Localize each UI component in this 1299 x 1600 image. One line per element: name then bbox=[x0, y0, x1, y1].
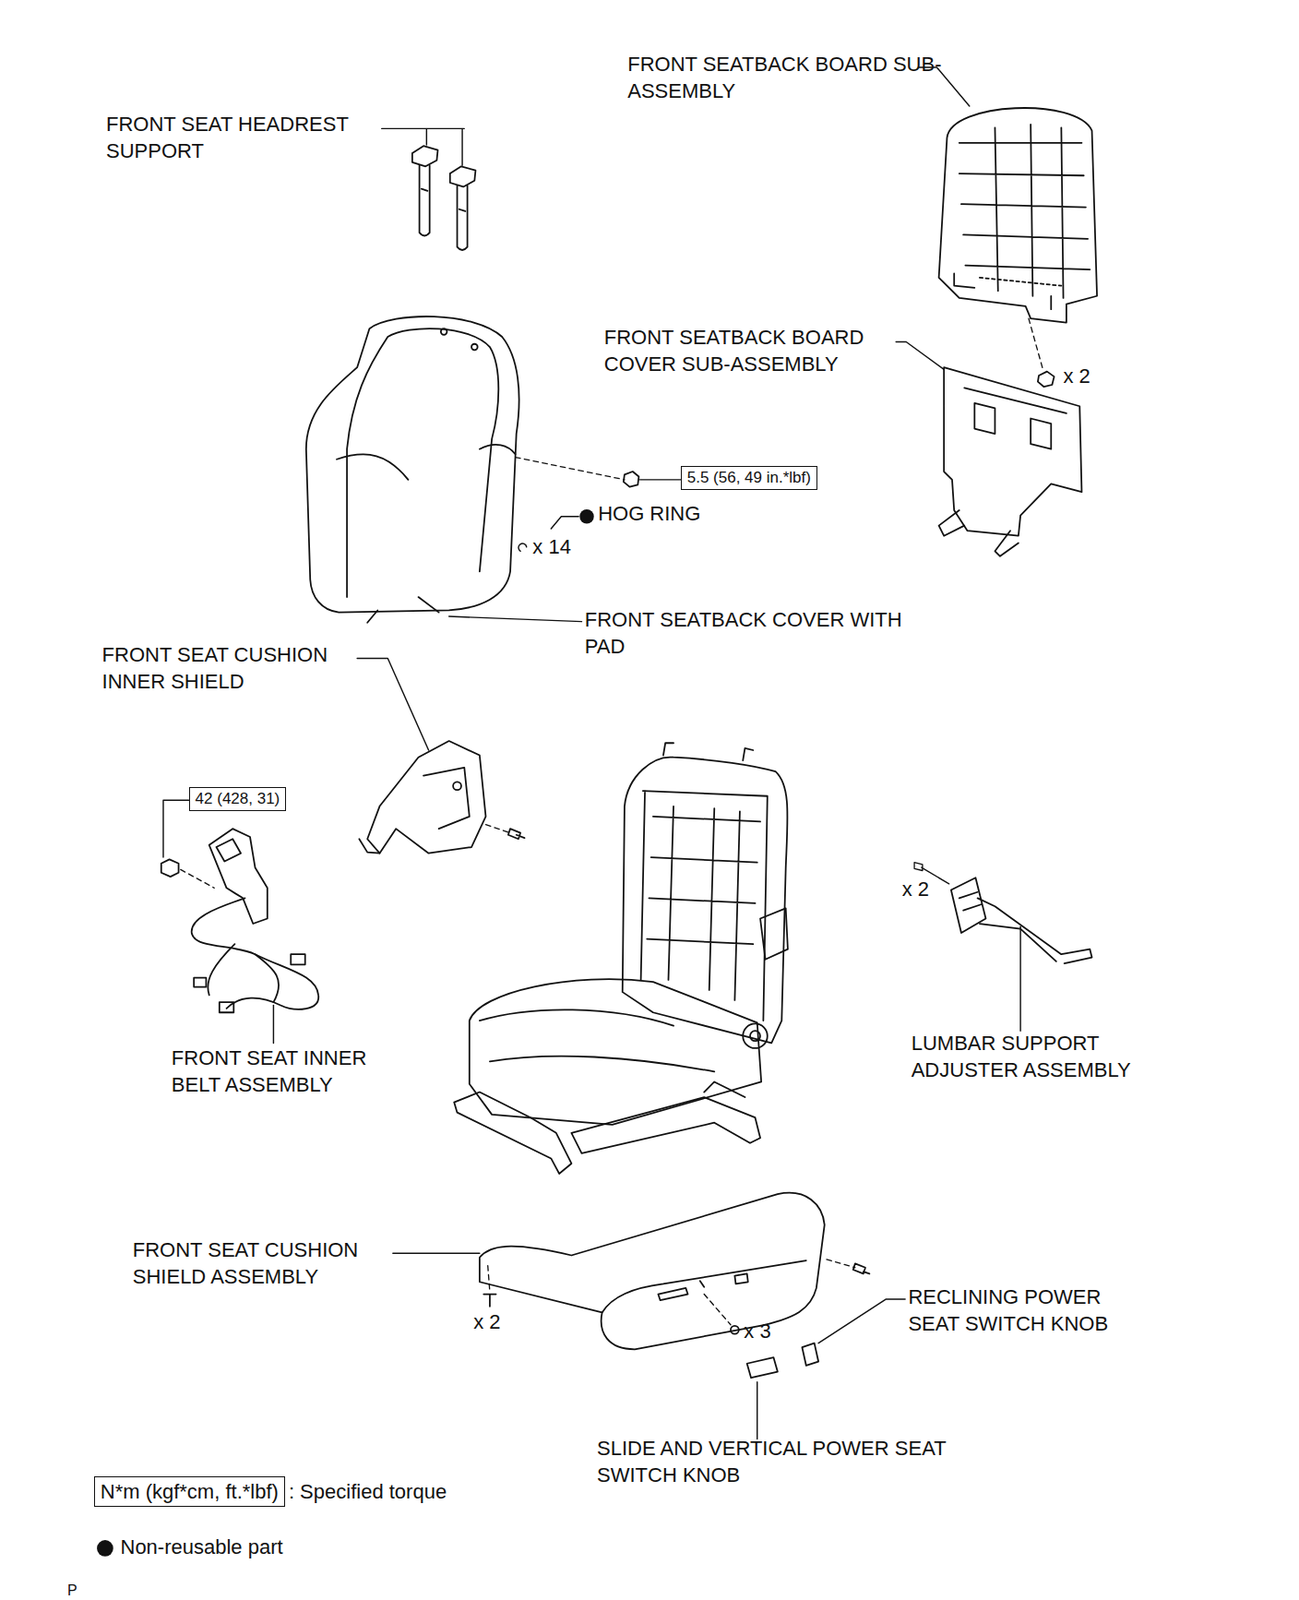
torque-legend-box: N*m (kgf*cm, ft.*lbf) bbox=[94, 1476, 286, 1507]
part-name: SLIDE AND VERTICAL POWER SEAT SWITCH KNO… bbox=[596, 1434, 953, 1489]
quantity-label: x 2 bbox=[902, 875, 930, 903]
clip bbox=[1037, 371, 1055, 388]
part-name: FRONT SEATBACK BOARD SUB-ASSEMBLY bbox=[627, 50, 951, 105]
part-name: FRONT SEAT HEADREST SUPPORT bbox=[106, 110, 411, 165]
legend-item: Non-reusable part bbox=[120, 1533, 284, 1561]
screw bbox=[508, 828, 525, 839]
torque-value: 42 (428, 31) bbox=[195, 788, 281, 810]
nut bbox=[730, 1325, 739, 1335]
legend-text: Non-reusable part bbox=[120, 1533, 284, 1561]
part-name: HOG RING bbox=[597, 500, 701, 527]
seatback-cover bbox=[306, 316, 520, 623]
slide-knob bbox=[747, 1357, 778, 1378]
hog-ring bbox=[518, 543, 527, 551]
screw bbox=[853, 1263, 870, 1274]
non-reusable-mark bbox=[579, 509, 594, 524]
part-name: FRONT SEAT INNER BELT ASSEMBLY bbox=[171, 1044, 417, 1098]
quantity-label: x 3 bbox=[743, 1317, 771, 1345]
torque-box: 42 (428, 31) bbox=[189, 786, 287, 811]
torque-value: 5.5 (56, 49 in.*lbf) bbox=[687, 467, 811, 489]
non-reusable-mark bbox=[96, 1539, 114, 1557]
seatback-board-cover bbox=[939, 367, 1083, 557]
seatback-board bbox=[939, 107, 1097, 322]
part-name: FRONT SEATBACK COVER WITH PAD bbox=[584, 606, 904, 660]
seat-frame bbox=[453, 742, 788, 1174]
legend-item: : Specified torque bbox=[288, 1477, 447, 1505]
quantity-label: x 2 bbox=[1063, 362, 1091, 390]
nut bbox=[623, 471, 640, 488]
part-name: LUMBAR SUPPORT ADJUSTER ASSEMBLY bbox=[911, 1029, 1152, 1084]
screw bbox=[483, 1294, 496, 1307]
inner-belt bbox=[191, 828, 320, 1013]
page-code: P bbox=[67, 1580, 78, 1600]
part-name: FRONT SEATBACK BOARD COVER SUB-ASSEMBLY bbox=[604, 323, 923, 378]
legend-text: : Specified torque bbox=[288, 1477, 447, 1505]
torque-value: N*m (kgf*cm, ft.*lbf) bbox=[100, 1477, 279, 1505]
part-name: FRONT SEAT CUSHION SHIELD ASSEMBLY bbox=[132, 1236, 415, 1290]
recline-knob bbox=[801, 1343, 819, 1366]
quantity-label: x 2 bbox=[473, 1308, 501, 1335]
nut bbox=[161, 858, 179, 877]
part-name: RECLINING POWER SEAT SWITCH KNOB bbox=[907, 1283, 1153, 1337]
cushion-shield bbox=[479, 1192, 825, 1350]
part-name: FRONT SEAT CUSHION INNER SHIELD bbox=[102, 641, 384, 695]
lumbar-adjuster bbox=[951, 877, 1093, 964]
cushion-inner-shield bbox=[358, 740, 486, 854]
quantity-label: x 14 bbox=[532, 533, 572, 561]
torque-box: 5.5 (56, 49 in.*lbf) bbox=[680, 465, 818, 490]
headrest-support bbox=[412, 145, 477, 251]
